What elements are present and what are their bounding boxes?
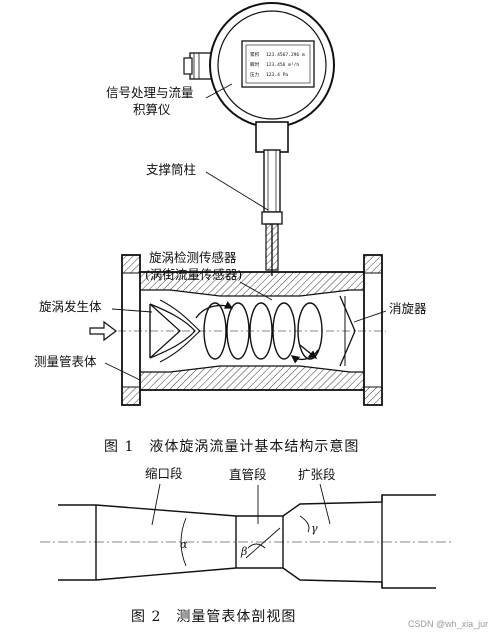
support-tube (261, 149, 283, 276)
figure-2-caption: 图 2 测量管表体剖视图 (131, 609, 296, 625)
display-row-1-tag: 累积 (250, 51, 260, 58)
symbol-alpha: α (180, 538, 188, 551)
display-row-2-value: 123.456 m³/h (266, 62, 299, 68)
display-row-3-tag: 压力 (250, 71, 260, 78)
leader-lines (104, 83, 387, 381)
figure-1-caption: 图 1 液体旋涡流量计基本结构示意图 (104, 438, 359, 455)
section-profile (58, 494, 436, 589)
vortex-spiral (195, 301, 323, 364)
swirl-eliminator (339, 295, 356, 367)
angle-markers (180, 515, 310, 567)
label-eliminator: 消旋器 (389, 301, 427, 316)
symbol-gamma: γ (311, 522, 318, 535)
display-row-3-value: 123.4 Pa (266, 72, 288, 78)
label-sensor-line1: 旋涡检测传感器 (149, 250, 237, 265)
figure-2: 缩口段 直管段 扩张段 α β γ 图 2 测量管表体剖视图 (40, 466, 452, 625)
watermark: CSDN @wh_xia_jur (408, 619, 488, 629)
label-swirl-generator: 旋涡发生体 (39, 299, 102, 314)
label-straight: 直管段 (229, 467, 267, 482)
display-row-2-tag: 瞬时 (250, 61, 260, 68)
label-signal-processor-line1: 信号处理与流量 (106, 85, 194, 100)
label-sensor-line2: (涡街流量传感器) (145, 267, 242, 282)
symbol-beta: β (240, 545, 247, 558)
display-row-1-value: 123.4567.296 m (266, 52, 305, 58)
label-support-tube: 支撑筒柱 (146, 162, 196, 177)
label-expansion: 扩张段 (298, 467, 336, 482)
figure-1: 累积 123.4567.296 m 瞬时 123.456 m³/h 压力 123… (34, 2, 427, 455)
label-meter-body: 测量管表体 (34, 354, 97, 369)
label-signal-processor-line2: 积算仪 (133, 102, 171, 117)
display-window (241, 40, 315, 88)
signal-processor-head: 累积 123.4567.296 m 瞬时 123.456 m³/h 压力 123… (183, 2, 335, 153)
flow-inlet-arrow (89, 320, 117, 342)
meter-body (118, 254, 386, 406)
swirl-generator (149, 299, 201, 363)
figure-2-leader-lines (151, 483, 331, 526)
label-contraction: 缩口段 (145, 466, 183, 481)
